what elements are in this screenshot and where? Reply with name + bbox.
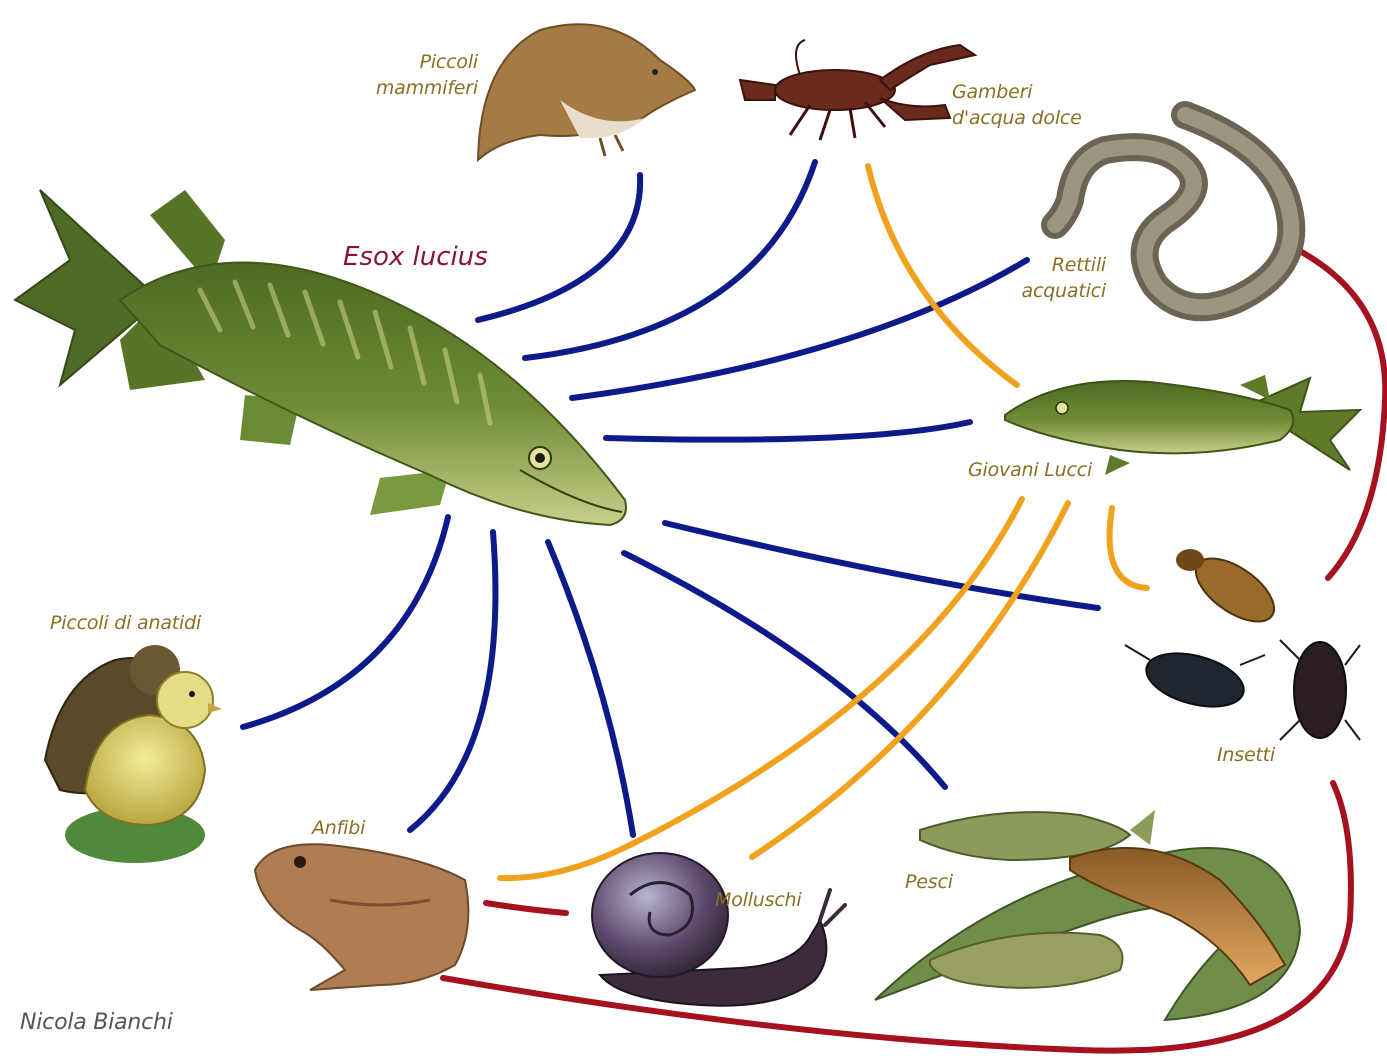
link-young-pike-insects (1110, 508, 1147, 588)
link-pike-molluscs (548, 542, 633, 835)
label-reptiles-line2: acquatici (990, 279, 1106, 305)
author-credit: Nicola Bianchi (20, 1008, 173, 1038)
crayfish-icon (740, 40, 975, 140)
link-pike-amphibians (410, 532, 495, 830)
predator-title: Esox lucius (343, 240, 488, 275)
label-crayfish-line2: d'acqua dolce (952, 106, 1082, 132)
label-small-mammals-line2: mammiferi (368, 76, 478, 102)
label-small-mammals-line1: Piccoli (368, 50, 478, 76)
label-reptiles-line1: Rettili (990, 253, 1106, 279)
link-pike-young-pike (606, 422, 970, 440)
label-reptiles: Rettili acquatici (990, 253, 1106, 304)
label-young-pike: Giovani Lucci (968, 458, 1092, 484)
label-crayfish-line1: Gamberi (952, 80, 1082, 106)
duckling-icon (45, 645, 222, 863)
label-small-mammals: Piccoli mammiferi (368, 50, 478, 101)
link-pike-small-mammals (478, 175, 640, 320)
beetle-icon (1125, 546, 1360, 740)
link-amphibians-molluscs (486, 903, 566, 913)
link-pike-crayfish (525, 162, 815, 358)
frog-icon (255, 844, 468, 990)
shrew-icon (478, 24, 695, 160)
label-amphibians: Anfibi (312, 816, 365, 842)
label-molluscs: Molluschi (715, 888, 801, 914)
label-insects: Insetti (1217, 743, 1275, 769)
label-fish: Pesci (905, 870, 953, 896)
link-pike-ducklings (243, 517, 448, 727)
label-crayfish: Gamberi d'acqua dolce (952, 80, 1082, 131)
snail-icon (592, 853, 845, 1006)
fish-group-icon (875, 810, 1300, 1020)
label-ducklings: Piccoli di anatidi (50, 611, 201, 637)
